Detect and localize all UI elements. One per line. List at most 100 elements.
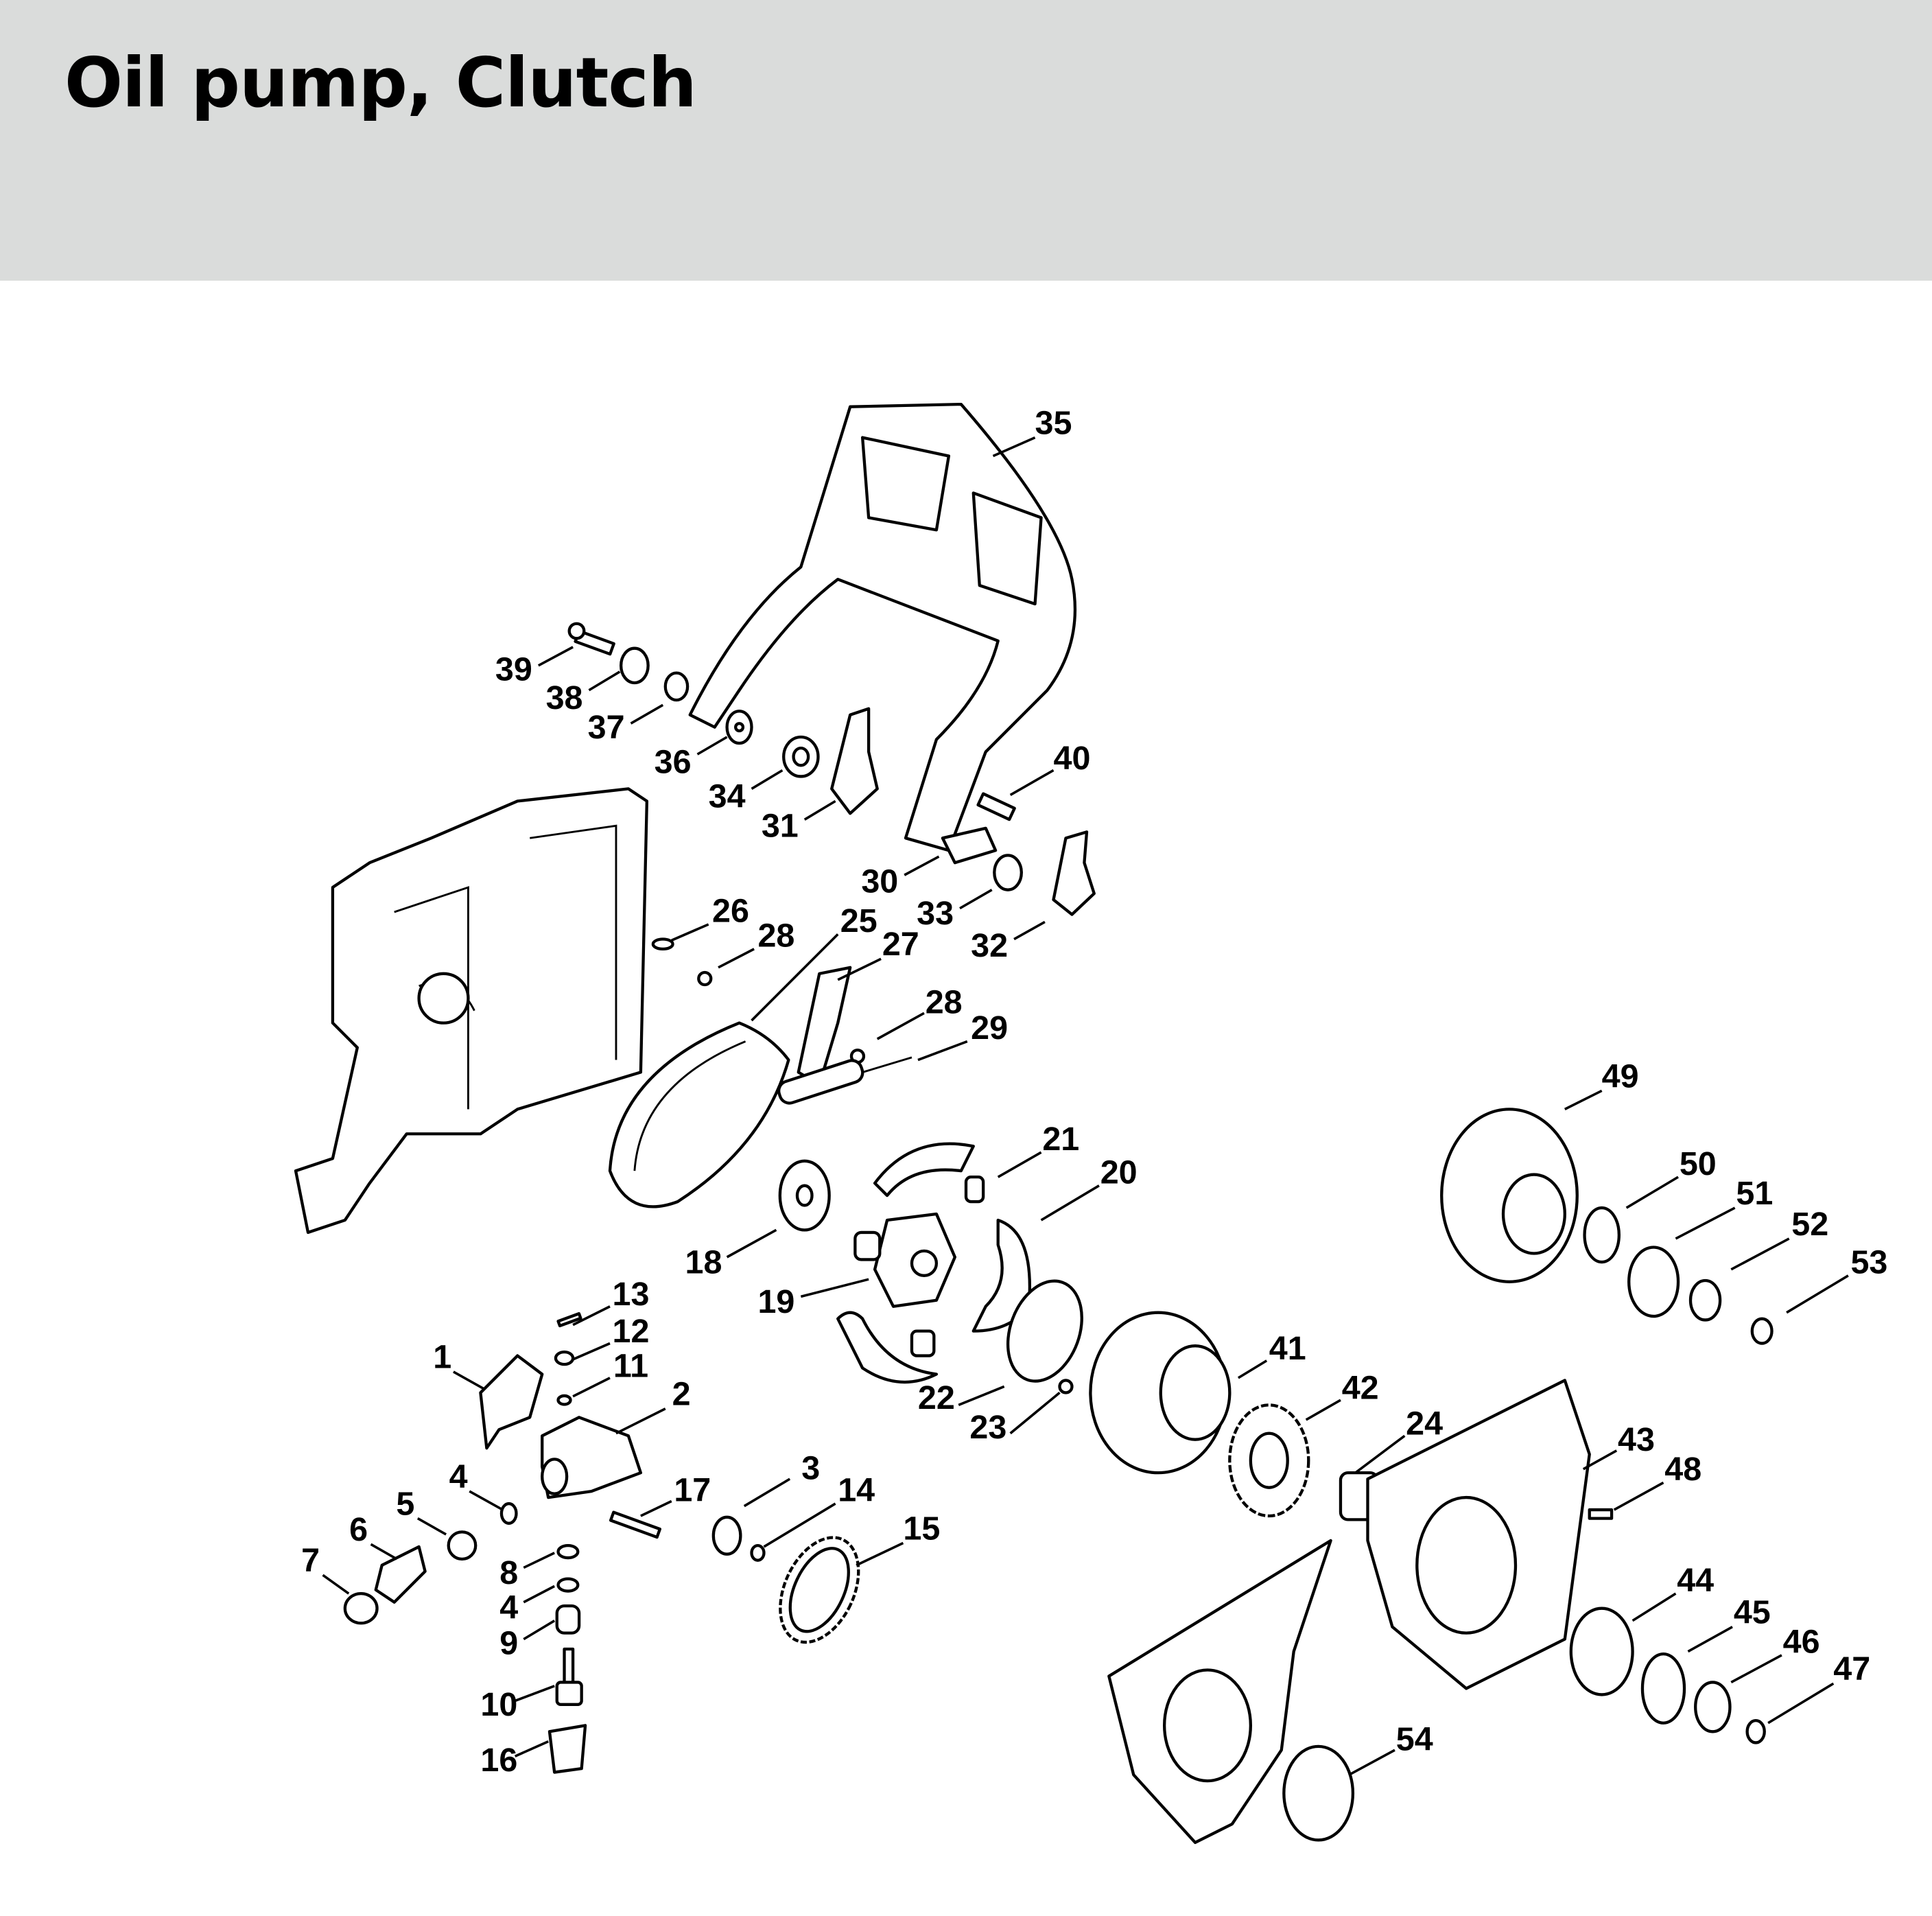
- clutch-carrier-19: [853, 1212, 956, 1308]
- spring-5: [447, 1530, 478, 1561]
- callout-number: 30: [861, 863, 898, 900]
- callout-number: 52: [1791, 1206, 1828, 1243]
- callout-number: 36: [655, 743, 692, 780]
- callout-31: 31: [762, 799, 836, 845]
- header-band: Oil pump, Clutch: [0, 0, 1932, 281]
- washer-12: [554, 1351, 575, 1366]
- callout-number: 16: [480, 1742, 517, 1779]
- callout-27: 27: [837, 926, 919, 981]
- callout-number: 5: [396, 1485, 414, 1522]
- oil-pump-housing-2: [541, 1416, 643, 1499]
- leader-line: [537, 646, 574, 667]
- callout-number: 43: [1618, 1421, 1655, 1458]
- callout-number: 35: [1035, 404, 1072, 441]
- leader-line: [904, 855, 940, 876]
- callout-number: 17: [674, 1472, 711, 1509]
- callout-6: 6: [349, 1511, 398, 1561]
- leader-line: [322, 1574, 350, 1595]
- pin-26: [651, 937, 674, 951]
- ring-37: [663, 671, 690, 702]
- ring-50: [1583, 1206, 1621, 1264]
- leader-line: [803, 799, 836, 821]
- leader-line: [514, 1740, 549, 1757]
- callout-54: 54: [1348, 1720, 1433, 1776]
- callout-9: 9: [499, 1620, 556, 1661]
- callout-number: 44: [1677, 1562, 1714, 1599]
- callout-4: 4: [499, 1585, 555, 1626]
- leader-line: [1305, 1399, 1341, 1421]
- callout-49: 49: [1564, 1058, 1639, 1110]
- leader-line: [958, 1385, 1005, 1407]
- callout-20: 20: [1040, 1154, 1138, 1222]
- callout-number: 8: [499, 1554, 518, 1591]
- callout-number: 38: [546, 679, 583, 716]
- eclip-47: [1745, 1718, 1766, 1744]
- lever-30: [941, 826, 998, 865]
- clutch-shoe-right-20: [971, 1218, 1032, 1333]
- callout-23: 23: [969, 1392, 1061, 1446]
- sprocket-54: [1282, 1744, 1355, 1842]
- lever-32: [1052, 830, 1096, 916]
- callout-43: 43: [1582, 1421, 1655, 1471]
- hand-guard-part: [688, 402, 1077, 852]
- spring-9: [555, 1604, 581, 1635]
- leader-line: [1009, 769, 1055, 796]
- bushing-16: [547, 1724, 587, 1774]
- rim-sprocket-51: [1627, 1246, 1680, 1318]
- clutch-drum-41: [1089, 1311, 1232, 1475]
- screw-23: [1058, 1379, 1074, 1394]
- leader-line: [1564, 1089, 1603, 1110]
- crankcase-part: [294, 787, 649, 1235]
- callout-number: 51: [1736, 1175, 1773, 1212]
- sprocket-cover-43: [1366, 1379, 1591, 1690]
- callout-number: 20: [1100, 1154, 1138, 1191]
- callout-number: 48: [1664, 1451, 1701, 1488]
- callout-34: 34: [709, 769, 784, 815]
- callout-number: 24: [1406, 1405, 1443, 1442]
- circlip-45: [1640, 1652, 1686, 1725]
- callout-number: 4: [499, 1589, 518, 1626]
- chain-sprocket-cover: [1107, 1539, 1332, 1845]
- leader-line: [671, 923, 709, 942]
- callout-52: 52: [1730, 1206, 1828, 1271]
- callout-number: 31: [762, 808, 799, 845]
- clutch-shoe-upper: [873, 1142, 975, 1198]
- leader-line: [630, 703, 664, 725]
- callout-number: 19: [757, 1283, 794, 1320]
- callout-38: 38: [546, 670, 621, 716]
- leader-line: [1582, 1449, 1618, 1471]
- leader-line: [416, 1517, 447, 1536]
- pin-13: [556, 1312, 582, 1328]
- eclip-53: [1750, 1317, 1774, 1345]
- leader-line: [523, 1620, 556, 1641]
- leader-line: [1013, 920, 1046, 941]
- callout-number: 54: [1396, 1720, 1433, 1757]
- callout-number: 4: [449, 1458, 468, 1495]
- callout-45: 45: [1687, 1593, 1771, 1653]
- callout-19: 19: [757, 1278, 869, 1320]
- callout-number: 13: [613, 1276, 650, 1313]
- leader-line: [523, 1585, 555, 1604]
- spur-gear-42: [1228, 1403, 1310, 1518]
- callout-30: 30: [861, 855, 940, 900]
- callout-28: 28: [876, 984, 963, 1040]
- callout-number: 6: [349, 1511, 368, 1548]
- callout-47: 47: [1767, 1650, 1870, 1725]
- leader-line: [1730, 1654, 1782, 1684]
- callout-number: 9: [499, 1624, 518, 1661]
- leader-line: [523, 1552, 555, 1569]
- callout-number: 46: [1783, 1624, 1820, 1661]
- lever-27: [797, 966, 852, 1086]
- screw-48: [1588, 1508, 1614, 1520]
- callout-21: 21: [997, 1121, 1079, 1178]
- callout-40: 40: [1009, 740, 1090, 796]
- callout-number: 32: [971, 927, 1008, 964]
- leader-line: [1687, 1626, 1733, 1653]
- callout-number: 42: [1342, 1370, 1379, 1407]
- callout-17: 17: [640, 1472, 711, 1517]
- leader-line: [856, 1541, 904, 1567]
- screw-40: [976, 792, 1016, 821]
- pump-piston-10: [555, 1647, 583, 1706]
- callout-53: 53: [1786, 1243, 1887, 1314]
- plate-1: [479, 1354, 544, 1450]
